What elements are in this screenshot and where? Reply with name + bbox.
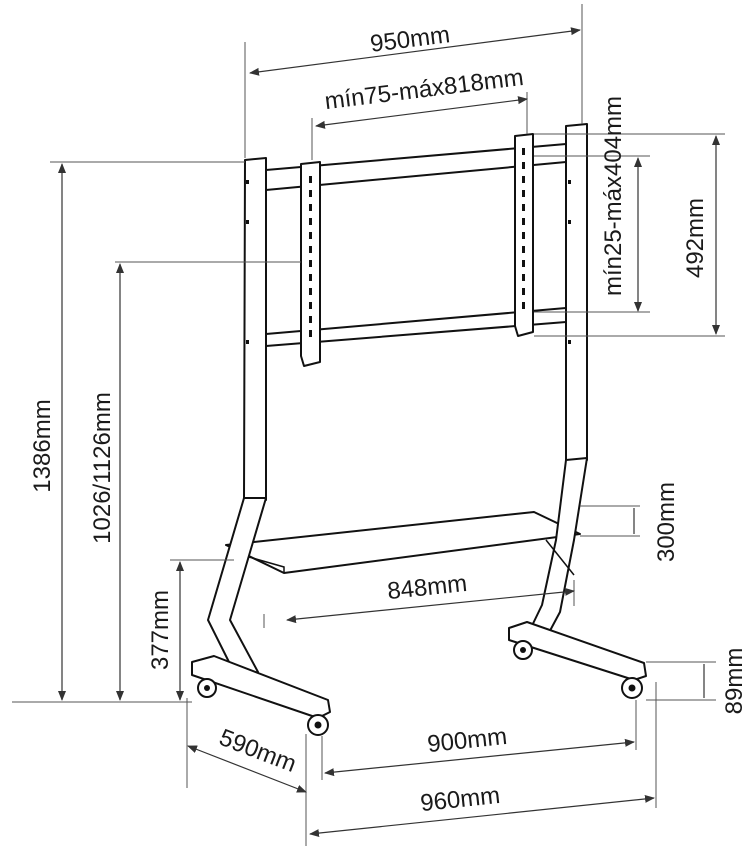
- shelf-width-arrow: [286, 587, 575, 624]
- overall-width-arrow: [249, 27, 581, 76]
- base-height-label: 89mm: [721, 648, 748, 715]
- overall-width-label: 950mm: [369, 21, 452, 58]
- dimension-labels: 950mm mín75-máx818mm mín25-máx404mm 492m…: [29, 21, 748, 817]
- bracket-height-label: 492mm: [682, 198, 709, 278]
- base-width-arrow: [309, 794, 655, 838]
- left-leg: [207, 497, 267, 677]
- overall-height-label: 1386mm: [29, 399, 56, 492]
- upper-crossbar: [265, 143, 567, 191]
- shelf-width-label: 848mm: [386, 570, 468, 605]
- tv-stand-illustration: [191, 123, 647, 736]
- right-column: [565, 123, 588, 463]
- lower-crossbar: [265, 307, 567, 347]
- right-rear-wheel: [621, 677, 643, 699]
- left-front-wheel: [197, 678, 217, 698]
- dimension-arrows: [58, 27, 720, 838]
- left-rear-wheel: [307, 714, 329, 736]
- wheel-spacing-arrow: [324, 738, 635, 777]
- right-leg: [527, 457, 588, 641]
- shelf-height-label: 377mm: [147, 590, 174, 670]
- center-height-label: 1026/1126mm: [89, 392, 116, 544]
- right-front-wheel: [513, 640, 533, 660]
- left-base: [191, 655, 331, 719]
- base-depth-arrow: [187, 745, 307, 793]
- base-depth-label: 590mm: [215, 724, 299, 778]
- vesa-horizontal-label: mín75-máx818mm: [323, 64, 525, 115]
- shelf: [225, 511, 581, 574]
- wheel-spacing-label: 900mm: [426, 723, 508, 758]
- left-column: [243, 157, 267, 501]
- vesa-vertical-label: mín25-máx404mm: [600, 96, 627, 296]
- shelf-spacing-label: 300mm: [653, 482, 680, 562]
- base-width-label: 960mm: [419, 782, 501, 817]
- vesa-horizontal-arrow: [315, 96, 528, 129]
